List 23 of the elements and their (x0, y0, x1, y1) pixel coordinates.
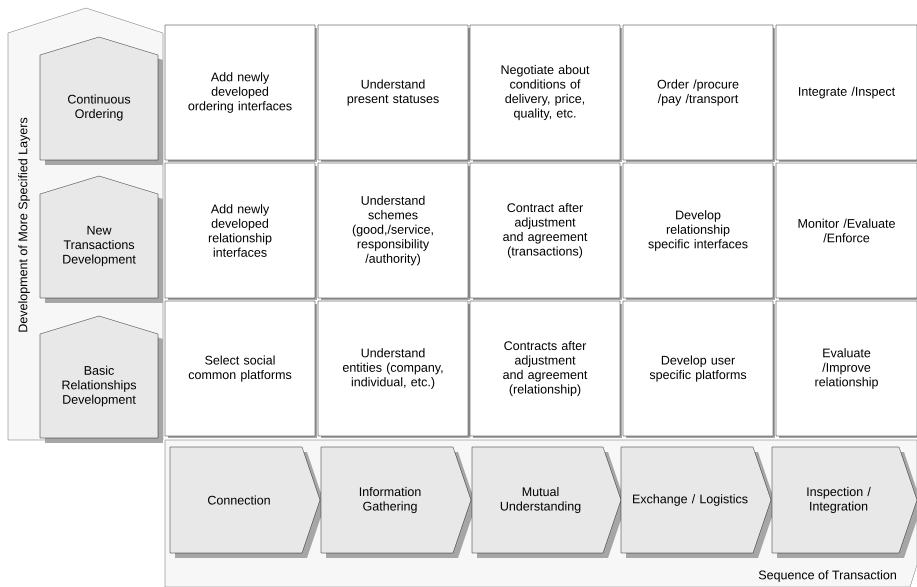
table-cell: Monitor /Evaluate /Enforce (776, 162, 917, 300)
phase-box: Inspection / Integration (772, 446, 917, 558)
table-cell: Select social common platforms (164, 300, 317, 438)
table-cell: Order /procure /pay /transport (622, 24, 775, 162)
table-cell: Understand present statuses (318, 24, 470, 162)
table-cell: Develop user specific platforms (622, 300, 775, 438)
table-cell: Contract after adjustment and agreement (transactions) (470, 162, 622, 300)
phase-box: Exchange / Logistics (620, 446, 776, 558)
layer-pentagon: New Transactions Development (40, 176, 163, 303)
layer-pentagon: Basic Relationships Development (40, 316, 163, 443)
phase-box: Connection (170, 446, 325, 558)
table-cell: Understand schemes (good,/service, responsibility /authority) (318, 162, 470, 300)
table-cell: Evaluate /Improve relationship (776, 300, 917, 438)
table-cell: Understand entities (company, individual, etc.) (318, 300, 470, 438)
table-cell: Develop relationship specific interfaces (622, 162, 775, 300)
table-cell: Integrate /Inspect (776, 24, 917, 162)
layer-pentagon: Continuous Ordering (40, 36, 163, 165)
phase-box: Mutual Understanding (472, 446, 626, 558)
phase-box: Information Gathering (320, 446, 476, 558)
table-cell: Add newly developed ordering interfaces (164, 24, 317, 162)
table-cell: Add newly developed relationship interfaces (164, 162, 317, 300)
table-cell: Contracts after adjustment and agreement (relationship) (470, 300, 622, 438)
table-cell: Negotiate about conditions of delivery, price, quality, etc. (470, 24, 622, 162)
